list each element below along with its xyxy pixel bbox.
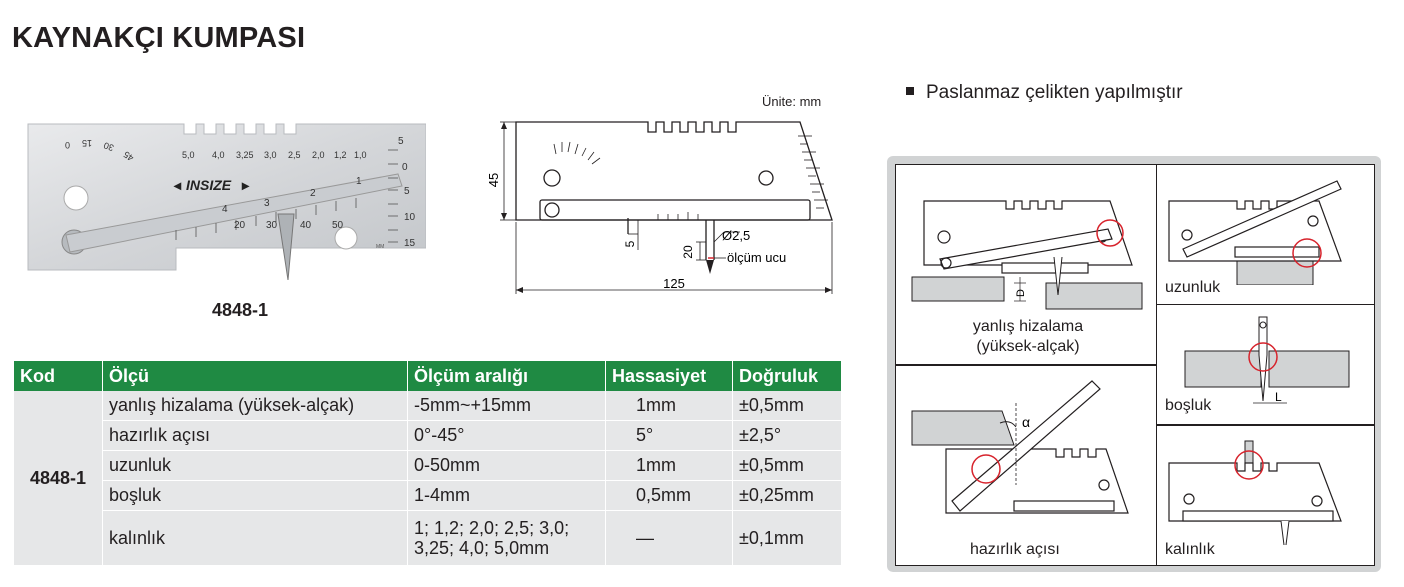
header-kod: Kod	[14, 361, 103, 391]
dim-5: 5	[623, 240, 637, 247]
l-label: L	[1275, 390, 1282, 404]
feature-bullet: Paslanmaz çelikten yapılmıştır	[906, 82, 1183, 104]
photo-thickness-label: 1,0	[354, 150, 367, 160]
photo-thickness-label: 3,25	[236, 150, 254, 160]
svg-text:INSIZE: INSIZE	[186, 177, 232, 193]
photo-angle-tick: 30	[102, 140, 115, 153]
diagram-gap: L boşluk	[1156, 304, 1375, 426]
spec-table: Kod Ölçü Ölçüm aralığı Hassasiyet Doğrul…	[14, 361, 842, 566]
photo-side-scale: 5	[398, 136, 404, 147]
cell-resolution: 1mm	[605, 450, 733, 481]
gap-label: boşluk	[1165, 397, 1212, 414]
header-dogruluk: Doğruluk	[732, 361, 842, 391]
table-row: boşluk 1-4mm 0,5mm ±0,25mm	[14, 480, 842, 511]
alpha-label: α	[1022, 414, 1030, 430]
d-label: D	[1015, 289, 1027, 297]
cell-measure: hazırlık açısı	[102, 420, 408, 451]
cell-accuracy: ±0,25mm	[732, 480, 842, 511]
thickness-illustration	[1168, 440, 1342, 545]
photo-side-scale: 10	[404, 212, 416, 223]
cell-range: 0-50mm	[407, 450, 606, 481]
photo-ruler-number: 20	[234, 220, 246, 231]
table-row: 4848-1 yanlış hizalama (yüksek-alçak) -5…	[14, 391, 842, 566]
usage-diagram-panel: D yanlış hizalama (yüksek-alçak) uzu	[887, 156, 1381, 572]
photo-side-scale: 0	[402, 162, 408, 173]
cell-measure: yanlış hizalama (yüksek-alçak)	[102, 391, 408, 421]
dim-height: 45	[486, 173, 501, 187]
photo-thickness-label: 5,0	[182, 150, 195, 160]
misalignment-label: yanlış hizalama (yüksek-alçak)	[972, 318, 1084, 355]
cell-accuracy: ±0,1mm	[732, 510, 842, 566]
cell-range: 1-4mm	[407, 480, 606, 511]
dim-length: 125	[663, 276, 685, 291]
usage-diagram-frame: D yanlış hizalama (yüksek-alçak) uzu	[895, 164, 1375, 566]
photo-thickness-label: 2,5	[288, 150, 301, 160]
cell-range: -5mm~+15mm	[407, 391, 606, 421]
product-photo: INSIZE ◂ ▸ 0 15 30 45 5,0 4,0 3,25 3,0 2…	[27, 123, 426, 280]
cell-range: 1; 1,2; 2,0; 2,5; 3,0; 3,25; 4,0; 5,0mm	[407, 510, 606, 566]
photo-brand-logo: INSIZE ◂ ▸	[173, 177, 250, 193]
cell-measure: uzunluk	[102, 450, 408, 481]
tip-label: ölçüm ucu	[727, 250, 786, 265]
length-label: uzunluk	[1165, 279, 1221, 296]
svg-text:◂: ◂	[173, 177, 182, 193]
cell-code: 4848-1	[14, 391, 103, 566]
photo-angle-tick: 0	[65, 140, 70, 150]
bevel-label: hazırlık açısı	[970, 541, 1060, 558]
photo-angle-tick: 15	[82, 138, 92, 148]
photo-ruler-number: 2	[310, 188, 316, 199]
feature-text: Paslanmaz çelikten yapılmıştır	[926, 82, 1183, 103]
header-olcu: Ölçü	[102, 361, 408, 391]
photo-angle-tick: 45	[122, 149, 136, 163]
photo-side-scale: 15	[404, 238, 416, 249]
photo-thickness-label: 4,0	[212, 150, 225, 160]
cell-resolution: 1mm	[605, 391, 733, 421]
diagram-thickness: kalınlık	[1156, 424, 1375, 566]
diagram-bevel-angle: α hazırlık açısı	[895, 364, 1157, 566]
length-illustration	[1168, 180, 1342, 285]
cell-resolution: 5°	[605, 420, 733, 451]
cell-accuracy: ±0,5mm	[732, 450, 842, 481]
photo-ruler-number: 1	[356, 176, 362, 187]
photo-thickness-label: 1,2	[334, 150, 347, 160]
header-olcum-araligi: Ölçüm aralığı	[407, 361, 606, 391]
photo-ruler-number: 40	[300, 220, 312, 231]
diagram-misalignment: D yanlış hizalama (yüksek-alçak)	[895, 164, 1157, 366]
dim-20: 20	[681, 245, 695, 259]
page-title: KAYNAKÇI KUMPASI	[12, 22, 306, 54]
model-caption: 4848-1	[212, 300, 269, 320]
bevel-illustration: α	[911, 380, 1129, 514]
cell-measure: boşluk	[102, 480, 408, 511]
misalignment-illustration: D	[911, 200, 1143, 310]
svg-text:▸: ▸	[241, 177, 250, 193]
bullet-square-icon	[906, 87, 914, 95]
cell-accuracy: ±0,5mm	[732, 391, 842, 421]
header-hassasiyet: Hassasiyet	[605, 361, 733, 391]
cell-range: 0°-45°	[407, 420, 606, 451]
technical-drawing: 45 5 20 Ø2,5 ölçüm ucu 125	[486, 121, 833, 294]
photo-ruler-number: 50	[332, 220, 344, 231]
table-row: hazırlık açısı 0°-45° 5° ±2,5°	[14, 420, 842, 451]
dim-hole: Ø2,5	[722, 228, 750, 243]
thickness-label: kalınlık	[1165, 541, 1215, 558]
photo-ruler-number: 4	[222, 204, 228, 215]
photo-side-scale: 5	[404, 186, 410, 197]
photo-thickness-label: 3,0	[264, 150, 277, 160]
photo-mm-mark: MM	[376, 244, 384, 250]
table-header-row: Kod Ölçü Ölçüm aralığı Hassasiyet Doğrul…	[14, 361, 842, 391]
unit-note: Ünite: mm	[762, 94, 822, 109]
cell-resolution: —	[605, 510, 733, 566]
table-row: kalınlık 1; 1,2; 2,0; 2,5; 3,0; 3,25; 4,…	[14, 510, 842, 566]
photo-ruler-number: 3	[264, 198, 270, 209]
photo-ruler-number: 30	[266, 220, 278, 231]
cell-resolution: 0,5mm	[605, 480, 733, 511]
cell-measure: kalınlık	[102, 510, 408, 566]
photo-thickness-label: 2,0	[312, 150, 325, 160]
diagram-length: uzunluk	[1156, 164, 1375, 305]
table-row: uzunluk 0-50mm 1mm ±0,5mm	[14, 450, 842, 481]
cell-accuracy: ±2,5°	[732, 420, 842, 451]
gap-illustration: L	[1184, 316, 1350, 404]
